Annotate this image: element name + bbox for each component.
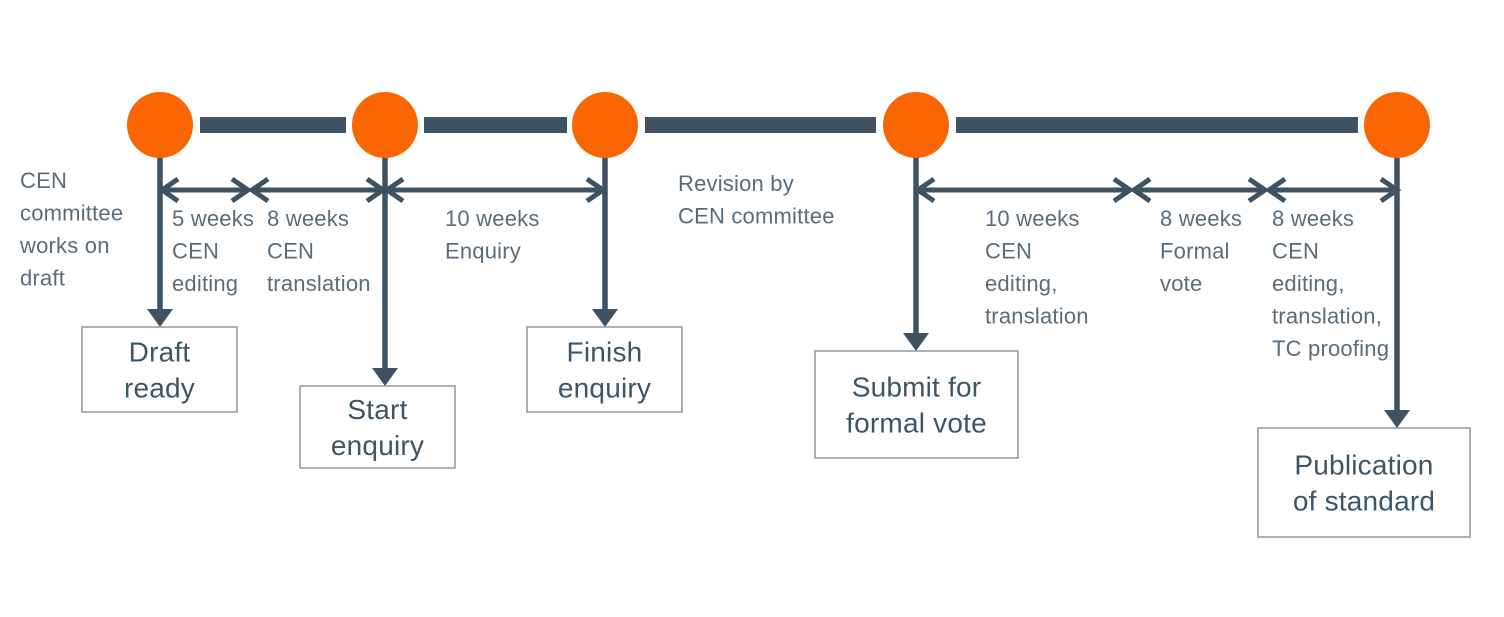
duration-label-line: editing, bbox=[985, 271, 1058, 296]
duration-label-line: 5 weeks bbox=[172, 206, 254, 231]
duration-label-line: editing, bbox=[1272, 271, 1345, 296]
arrow-down-head-icon bbox=[147, 309, 173, 327]
milestone-dot bbox=[572, 92, 638, 158]
milestone-box-label-line: of standard bbox=[1293, 486, 1435, 517]
milestone-box-label-line: Finish bbox=[567, 337, 643, 368]
milestone-box bbox=[814, 350, 1019, 459]
duration-label-line: CEN bbox=[1272, 239, 1319, 264]
arrow-down-head-icon bbox=[372, 368, 398, 386]
milestone-box-label-line: ready bbox=[124, 373, 195, 404]
milestone-box-label-line: Submit for bbox=[852, 372, 982, 403]
revision-by-cen-committee: CEN committee bbox=[678, 204, 835, 229]
timeline-bar-segment bbox=[424, 117, 567, 133]
milestone-dot bbox=[1364, 92, 1430, 158]
duration-label-line: 10 weeks bbox=[985, 206, 1080, 231]
milestone-box-label-line: Draft bbox=[129, 337, 191, 368]
timeline-bar-segment bbox=[200, 117, 346, 133]
arrow-left-head-icon bbox=[247, 176, 270, 204]
timeline-bar-segment bbox=[956, 117, 1358, 133]
milestone-box-label-line: enquiry bbox=[331, 430, 424, 461]
arrow-right-head-icon bbox=[1379, 176, 1402, 204]
duration-label-line: CEN bbox=[172, 239, 219, 264]
milestone-box bbox=[299, 385, 456, 469]
arrow-left-head-icon bbox=[382, 176, 405, 204]
duration-label-line: translation bbox=[267, 271, 371, 296]
arrow-down-head-icon bbox=[1384, 410, 1410, 428]
duration-label-line: 8 weeks bbox=[1272, 206, 1354, 231]
duration-label-line: CEN bbox=[267, 239, 314, 264]
arrow-left-head-icon bbox=[1264, 176, 1287, 204]
duration-label-line: 8 weeks bbox=[267, 206, 349, 231]
duration-label-line: Enquiry bbox=[445, 239, 521, 264]
arrow-right-head-icon bbox=[585, 176, 608, 204]
milestone-box-label-line: formal vote bbox=[846, 408, 987, 439]
milestone-box bbox=[1257, 427, 1471, 538]
cen-committee-works-on-draft: works on bbox=[19, 233, 110, 258]
cen-committee-works-on-draft: committee bbox=[20, 201, 123, 226]
milestone-dot bbox=[883, 92, 949, 158]
duration-label-line: 10 weeks bbox=[445, 206, 540, 231]
milestone-box bbox=[81, 326, 238, 413]
duration-label-line: CEN bbox=[985, 239, 1032, 264]
cen-committee-works-on-draft: draft bbox=[20, 266, 65, 291]
arrow-down-head-icon bbox=[903, 333, 929, 351]
duration-label-line: editing bbox=[172, 271, 238, 296]
arrow-left-head-icon bbox=[913, 176, 936, 204]
duration-label-line: 8 weeks bbox=[1160, 206, 1242, 231]
revision-by-cen-committee: Revision by bbox=[678, 171, 794, 196]
cen-committee-works-on-draft: CEN bbox=[20, 168, 67, 193]
milestone-box bbox=[526, 326, 683, 413]
milestone-box-label-line: enquiry bbox=[558, 373, 651, 404]
arrow-left-head-icon bbox=[157, 176, 180, 204]
duration-label-line: translation bbox=[985, 304, 1089, 329]
milestone-dot bbox=[127, 92, 193, 158]
milestone-box-label-line: Publication bbox=[1294, 450, 1433, 481]
duration-label-line: TC proofing bbox=[1272, 336, 1389, 361]
arrow-down-head-icon bbox=[592, 309, 618, 327]
arrow-left-head-icon bbox=[1129, 176, 1152, 204]
duration-label-line: vote bbox=[1160, 271, 1202, 296]
milestone-dot bbox=[352, 92, 418, 158]
timeline-bar-segment bbox=[645, 117, 876, 133]
duration-label-line: translation, bbox=[1272, 304, 1382, 329]
duration-label-line: Formal bbox=[1160, 239, 1230, 264]
milestone-box-label-line: Start bbox=[347, 394, 407, 425]
